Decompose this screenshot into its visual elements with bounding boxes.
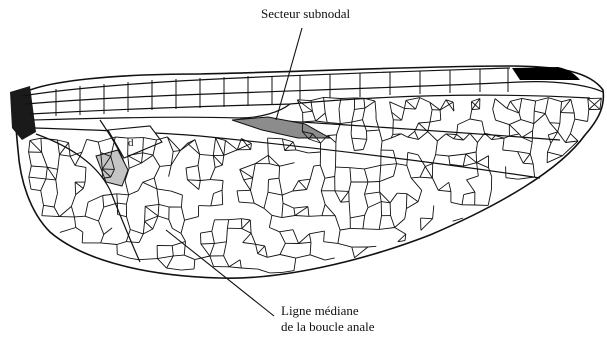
vein-segment [336,167,350,168]
vein-segment [117,194,118,203]
anal-loop-label: Ligne médiane de la boucle anale [281,303,374,335]
vein-segment [560,113,561,124]
vein-segment [237,190,251,191]
vein-segment [302,122,303,132]
anal-loop-label-line-1: Ligne médiane [281,303,374,319]
vein-segment [363,229,379,230]
vein-segment [335,191,349,192]
vein-segment [201,243,215,244]
vein-segment [145,206,146,221]
vein-segment [574,113,575,119]
vein-segment [268,180,269,193]
vein-segment [270,272,283,273]
vein-segment [279,166,280,178]
vein-segment [406,194,407,209]
vein-segment [397,193,407,194]
vein-segment [75,182,76,195]
vein-segment [393,120,394,135]
vein-segment [341,98,355,99]
vein-segment [550,123,560,124]
vein-segment [421,218,433,219]
pterostigma [512,67,580,80]
vein-segment [390,203,391,216]
vein-segment [285,150,296,151]
vein-segment [446,134,457,135]
vein-segment [309,216,322,217]
subnodal-sector-label: Secteur subnodal [261,6,350,22]
vein-segment [336,135,337,143]
vein-segment [368,182,380,183]
vein-segment [102,169,114,170]
vein-segment [82,232,83,243]
vein-segment [341,202,349,203]
vein-segment [222,190,223,204]
discoidal-cell-letter: d [128,137,134,149]
vein-segment [393,134,401,135]
anal-loop-label-line-2: de la boucle anale [281,319,374,335]
vein-segment [476,152,477,163]
